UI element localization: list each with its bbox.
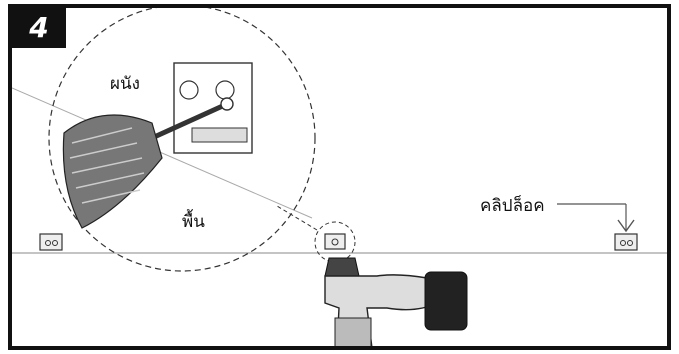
screw-icon [150,97,234,141]
instruction-panel: 4 ผนัง พื้น คลิปล็อค [8,4,671,350]
installation-illustration [12,8,667,346]
power-drill-icon [324,257,468,346]
clip-lock-label: คลิปล็อค [480,196,545,216]
wall-label: ผนัง [110,74,140,94]
step-number-badge: 4 [12,8,66,48]
pointer-arrow-icon [557,203,635,233]
step-number: 4 [29,11,49,44]
clip-lock-right-icon [614,233,638,251]
magnified-detail-circle [48,8,316,272]
connector-line [276,205,318,231]
floor-label: พื้น [182,212,205,232]
clip-lock-left-icon [39,233,63,251]
magnified-floor-edge [12,87,313,219]
drill-chuck-icon [62,114,163,229]
clip-lock-center-icon [324,233,346,250]
